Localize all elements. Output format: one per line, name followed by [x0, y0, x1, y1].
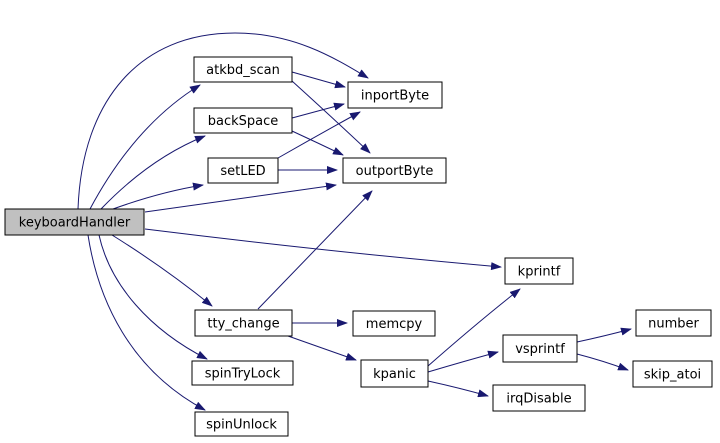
node-box-outportByte[interactable] — [342, 157, 447, 184]
edge-vsprintf-number — [576, 327, 632, 343]
edge-atkbd_scan-inportByte — [291, 71, 346, 89]
edge-backSpace-inportByte — [291, 102, 345, 119]
edge-kpanic-irqDisable — [427, 380, 489, 398]
node-number[interactable]: number — [635, 309, 712, 337]
nodes-layer: keyboardHandler atkbd_scan backSpace setLED… — [4, 56, 713, 437]
edges-layer — [77, 32, 632, 411]
node-box-backSpace[interactable] — [193, 107, 293, 134]
node-kprintf[interactable]: kprintf — [504, 257, 574, 285]
edge-kpanic-kprintf — [427, 288, 521, 367]
node-box-kpanic[interactable] — [360, 359, 429, 388]
node-box-atkbd_scan[interactable] — [193, 56, 293, 83]
node-outportByte[interactable]: outportByte — [342, 157, 447, 184]
edge-keyboardHandler-backSpace — [100, 135, 206, 210]
node-backSpace[interactable]: backSpace — [193, 107, 293, 134]
node-label-number: number — [648, 317, 699, 332]
edge-setLED-inportByte — [277, 111, 361, 159]
node-box-memcpy[interactable] — [352, 310, 436, 337]
node-label-skip_atoi: skip_atoi — [644, 368, 701, 383]
node-keyboardHandler: keyboardHandler — [4, 208, 145, 236]
node-box-number[interactable] — [635, 309, 712, 337]
edge-kpanic-vsprintf — [427, 350, 499, 373]
node-box-kprintf[interactable] — [504, 257, 574, 285]
node-label-atkbd_scan: atkbd_scan — [206, 63, 280, 78]
node-vsprintf[interactable]: vsprintf — [502, 334, 578, 363]
node-label-irqDisable: irqDisable — [506, 392, 571, 407]
node-label-tty_change: tty_change — [207, 317, 279, 332]
edge-keyboardHandler-inportByte — [77, 32, 369, 210]
node-label-backSpace: backSpace — [208, 114, 279, 129]
node-inportByte[interactable]: inportByte — [347, 81, 443, 109]
node-box-spinTryLock[interactable] — [191, 360, 294, 386]
node-label-kprintf: kprintf — [518, 265, 561, 280]
node-box-spinUnlock[interactable] — [194, 411, 289, 437]
edge-keyboardHandler-atkbd_scan — [89, 84, 201, 210]
node-label-spinTryLock: spinTryLock — [205, 367, 281, 382]
node-kpanic[interactable]: kpanic — [360, 359, 429, 388]
node-atkbd_scan[interactable]: atkbd_scan — [193, 56, 293, 83]
node-box-setLED[interactable] — [207, 157, 279, 184]
node-label-kpanic: kpanic — [373, 367, 416, 382]
node-label-inportByte: inportByte — [361, 89, 429, 104]
node-label-outportByte: outportByte — [356, 164, 434, 179]
edge-backSpace-outportByte — [291, 130, 344, 156]
node-skip_atoi[interactable]: skip_atoi — [632, 360, 713, 388]
edge-keyboardHandler-tty_change — [111, 234, 213, 307]
edge-keyboardHandler-kprintf — [144, 228, 502, 271]
node-box-skip_atoi[interactable] — [632, 360, 713, 388]
edge-keyboardHandler-outportByte — [144, 182, 337, 213]
node-label-spinUnlock: spinUnlock — [206, 418, 277, 433]
node-box-tty_change[interactable] — [194, 309, 293, 337]
edge-keyboardHandler-spinTryLock — [98, 234, 208, 360]
node-memcpy[interactable]: memcpy — [352, 310, 436, 337]
node-label-keyboardHandler: keyboardHandler — [19, 216, 131, 231]
node-tty_change[interactable]: tty_change — [194, 309, 293, 337]
edge-vsprintf-skip_atoi — [576, 353, 629, 371]
edge-tty_change-outportByte — [257, 190, 373, 310]
node-label-vsprintf: vsprintf — [515, 342, 565, 357]
node-irqDisable[interactable]: irqDisable — [492, 384, 586, 412]
node-spinTryLock[interactable]: spinTryLock — [191, 360, 294, 386]
node-box-inportByte[interactable] — [347, 81, 443, 109]
node-box-irqDisable[interactable] — [492, 384, 586, 412]
edge-keyboardHandler-setLED — [112, 182, 204, 210]
node-box-vsprintf[interactable] — [502, 334, 578, 363]
edge-atkbd_scan-outportByte — [291, 80, 371, 154]
node-label-setLED: setLED — [220, 164, 265, 179]
node-box-keyboardHandler — [4, 208, 145, 236]
edge-keyboardHandler-spinUnlock — [87, 234, 206, 411]
node-label-memcpy: memcpy — [366, 317, 423, 332]
edge-tty_change-kpanic — [287, 335, 357, 361]
node-setLED[interactable]: setLED — [207, 157, 279, 184]
node-spinUnlock[interactable]: spinUnlock — [194, 411, 289, 437]
